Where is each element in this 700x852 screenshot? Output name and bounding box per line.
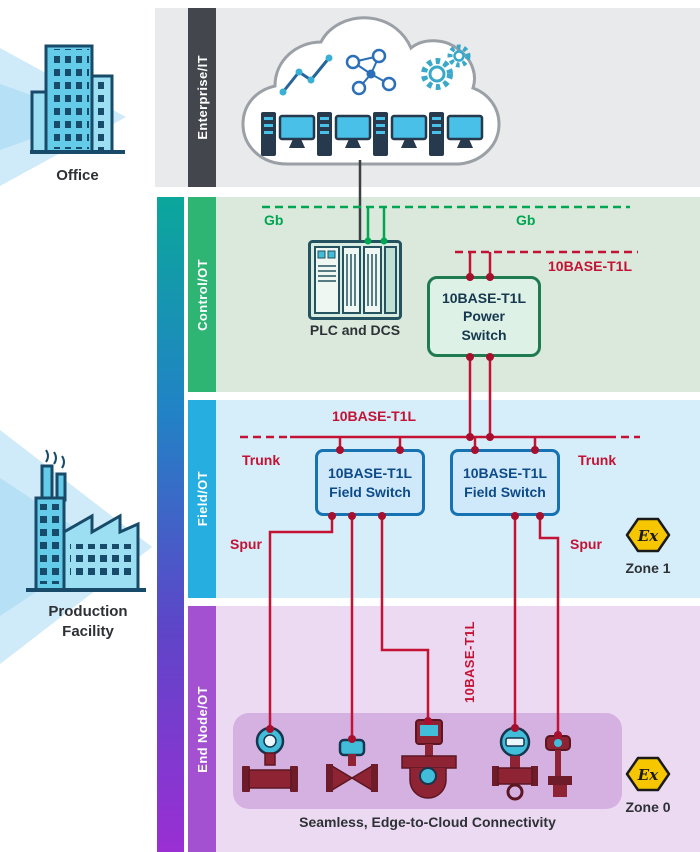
svg-text:Ex: Ex bbox=[637, 766, 659, 784]
endnode-t1l-label: 10BASE-T1L bbox=[461, 621, 477, 704]
factory-icon bbox=[26, 449, 146, 592]
band-label-enterprise: Enterprise/IT bbox=[188, 8, 216, 187]
gb-left-label: Gb bbox=[264, 212, 284, 228]
pressure-transmitter-icon bbox=[492, 726, 538, 801]
zone1-label: Zone 1 bbox=[625, 560, 671, 576]
gears-icon bbox=[421, 44, 471, 90]
field-switch-2-box: 10BASE-T1L Field Switch bbox=[450, 449, 560, 516]
band-label-field: Field/OT bbox=[188, 400, 216, 598]
network-graph-icon bbox=[345, 48, 397, 96]
svg-text:Ex: Ex bbox=[637, 527, 659, 545]
temperature-transmitter-icon bbox=[545, 735, 572, 797]
production-facility-label: Production Facility bbox=[48, 603, 128, 640]
office-building-icon bbox=[30, 44, 125, 154]
spur-left-label: Spur bbox=[230, 536, 262, 552]
field-switch-1-box: 10BASE-T1L Field Switch bbox=[315, 449, 425, 516]
endnode-caption: Seamless, Edge-to-Cloud Connectivity bbox=[299, 814, 556, 830]
power-switch-box: 10BASE-T1L Power Switch bbox=[427, 276, 541, 357]
line-chart-icon bbox=[279, 54, 333, 96]
coriolis-meter-icon bbox=[401, 719, 457, 799]
band-label-endnode: End Node/OT bbox=[188, 606, 216, 852]
field-t1l-label: 10BASE-T1L bbox=[331, 408, 417, 424]
enterprise-cloud bbox=[241, 16, 501, 166]
smoke-lines bbox=[45, 449, 65, 469]
gb-right-label: Gb bbox=[516, 212, 536, 228]
spur-right-label: Spur bbox=[570, 536, 602, 552]
ot-gradient-bar bbox=[157, 197, 184, 852]
band-label-control: Control/OT bbox=[188, 197, 216, 392]
trunk-left-label: Trunk bbox=[242, 452, 281, 468]
zone1-ex-icon: Ex bbox=[625, 517, 671, 553]
magnetic-flowmeter-icon bbox=[242, 726, 298, 792]
zone0-ex-icon: Ex bbox=[625, 756, 671, 792]
plc-dcs-icon bbox=[308, 240, 402, 320]
server-monitor-icons bbox=[261, 112, 484, 156]
plc-label: PLC and DCS bbox=[309, 322, 401, 338]
trunk-right-label: Trunk bbox=[578, 452, 617, 468]
control-valve-icon bbox=[326, 738, 378, 792]
control-t1l-label: 10BASE-T1L bbox=[548, 258, 633, 274]
office-label: Office bbox=[56, 167, 99, 184]
zone0-label: Zone 0 bbox=[625, 799, 671, 815]
